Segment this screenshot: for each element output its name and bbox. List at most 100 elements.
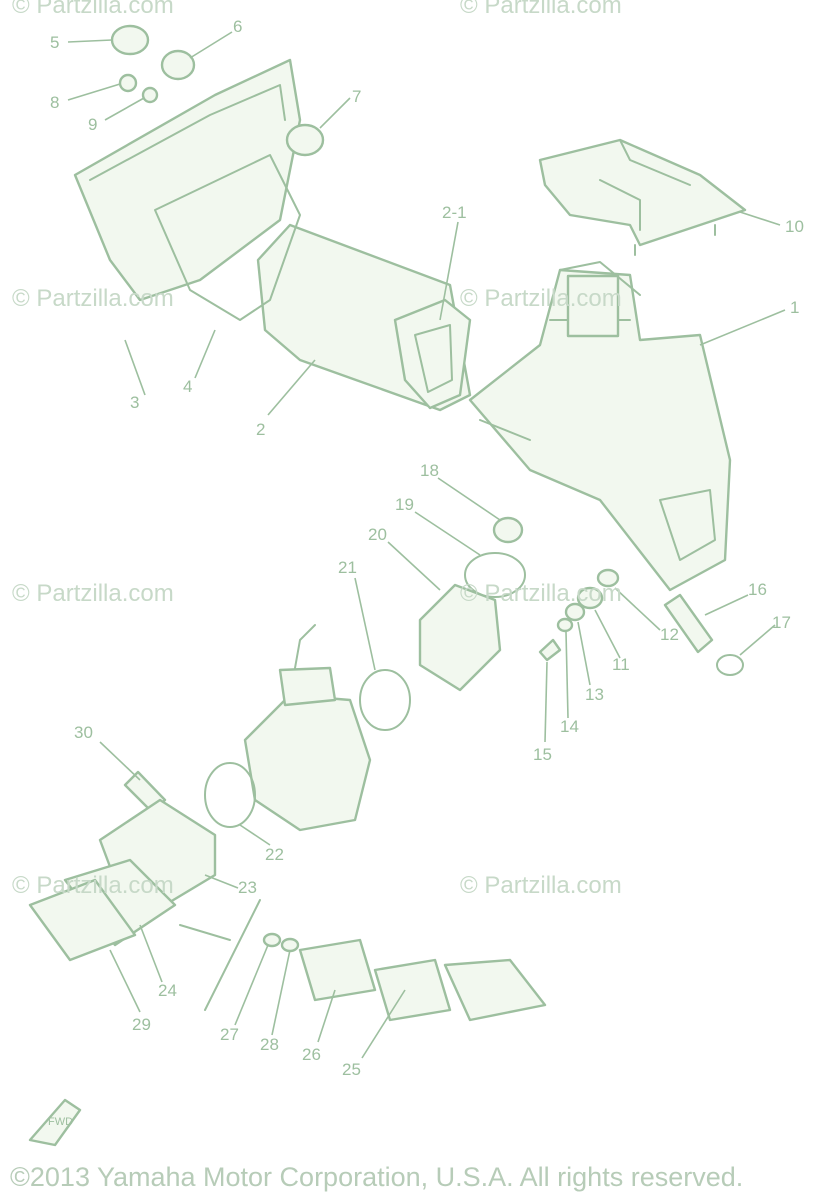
- callout-28[interactable]: 28: [260, 1035, 279, 1054]
- leader-10: [739, 211, 781, 226]
- callout-14[interactable]: 14: [560, 717, 579, 736]
- callout-1[interactable]: 1: [790, 298, 799, 317]
- leader-12: [614, 587, 661, 631]
- fwd-arrow-icon: [28, 1098, 82, 1147]
- part-13-washer[interactable]: [564, 602, 586, 622]
- callout-16[interactable]: 16: [748, 580, 767, 599]
- part-22-clamp[interactable]: [204, 762, 256, 828]
- leader-2-1: [439, 221, 459, 321]
- callout-21[interactable]: 21: [338, 558, 357, 577]
- part-26-reed-stopper[interactable]: [298, 938, 377, 1002]
- watermark-text: © Partzilla.com: [460, 285, 622, 312]
- leader-2: [267, 359, 316, 416]
- leader-9: [104, 97, 145, 121]
- leader-21: [354, 577, 376, 671]
- callout-23[interactable]: 23: [238, 878, 257, 897]
- leader-7: [319, 97, 351, 129]
- leader-19: [414, 511, 481, 556]
- fwd-label: FWD: [48, 1116, 73, 1128]
- part-5-cap[interactable]: [110, 24, 150, 56]
- leader-14: [565, 631, 569, 719]
- callout-17[interactable]: 17: [772, 613, 791, 632]
- watermark-text: © Partzilla.com: [460, 872, 622, 899]
- leader-29: [109, 949, 141, 1013]
- reed-valve-body[interactable]: [443, 958, 547, 1022]
- callout-7[interactable]: 7: [352, 87, 361, 106]
- part-21-clamp[interactable]: [359, 669, 411, 731]
- callout-25[interactable]: 25: [342, 1060, 361, 1079]
- leader-11: [594, 609, 621, 659]
- part-6-grommet[interactable]: [160, 49, 196, 81]
- callout-11[interactable]: 11: [612, 655, 630, 674]
- callout-27[interactable]: 27: [220, 1025, 239, 1044]
- leader-8: [67, 83, 121, 101]
- exploded-bracket: [179, 899, 261, 1011]
- callout-18[interactable]: 18: [420, 461, 439, 480]
- part-28-washer[interactable]: [280, 937, 300, 953]
- callout-3[interactable]: 3: [130, 393, 139, 412]
- part-20-joint[interactable]: [418, 583, 502, 692]
- callout-12[interactable]: 12: [660, 625, 679, 644]
- leader-6: [189, 31, 233, 59]
- leader-13: [577, 621, 591, 686]
- callout-20[interactable]: 20: [368, 525, 387, 544]
- callout-26[interactable]: 26: [302, 1045, 321, 1064]
- leader-30: [99, 741, 141, 781]
- callout-2[interactable]: 2: [256, 420, 265, 439]
- part-25-reed[interactable]: [373, 958, 452, 1022]
- part-27-screw[interactable]: [262, 932, 282, 948]
- part-2-air-filter-element[interactable]: [256, 223, 472, 412]
- part-17-clip[interactable]: [716, 654, 744, 676]
- part-12-cap[interactable]: [596, 568, 620, 588]
- part-10-bracket[interactable]: [538, 138, 747, 256]
- watermark-text: © Partzilla.com: [12, 580, 174, 607]
- callout-6[interactable]: 6: [233, 17, 242, 36]
- leader-20: [387, 541, 441, 591]
- callout-2-1[interactable]: 2-1: [442, 203, 467, 222]
- part-8-bolt[interactable]: [118, 73, 138, 93]
- part-7-nut[interactable]: [285, 123, 325, 157]
- leader-24: [139, 924, 163, 983]
- leader-16: [704, 594, 749, 616]
- leader-1: [699, 309, 786, 346]
- callout-10[interactable]: 10: [785, 217, 804, 236]
- callout-9[interactable]: 9: [88, 115, 97, 134]
- leader-4: [194, 329, 216, 379]
- callout-13[interactable]: 13: [585, 685, 604, 704]
- callout-4[interactable]: 4: [183, 377, 192, 396]
- leader-17: [739, 624, 776, 656]
- part-11-spring[interactable]: [576, 586, 604, 610]
- leader-26: [317, 989, 336, 1043]
- callout-8[interactable]: 8: [50, 93, 59, 112]
- part-15-bolt[interactable]: [538, 638, 562, 662]
- callout-15[interactable]: 15: [533, 745, 552, 764]
- callout-29[interactable]: 29: [132, 1015, 151, 1034]
- leader-22: [239, 824, 271, 846]
- leader-23: [204, 874, 239, 889]
- part-14-washer[interactable]: [556, 617, 574, 633]
- leader-18: [437, 477, 501, 521]
- part-1-air-box-case[interactable]: [468, 261, 732, 592]
- leader-28: [271, 949, 291, 1036]
- part-18-cap[interactable]: [492, 516, 524, 544]
- part-4-cover-seal[interactable]: [154, 154, 301, 321]
- callout-5[interactable]: 5: [50, 33, 59, 52]
- callout-30[interactable]: 30: [74, 723, 93, 742]
- watermark-text: © Partzilla.com: [12, 0, 174, 19]
- leader-15: [544, 661, 548, 743]
- leader-25: [361, 989, 406, 1059]
- part-29-gasket[interactable]: [28, 878, 137, 962]
- callout-24[interactable]: 24: [158, 981, 177, 1000]
- watermark-text: © Partzilla.com: [460, 580, 622, 607]
- part-3-air-box-cover[interactable]: [73, 58, 302, 302]
- leader-27: [234, 944, 269, 1026]
- part-9-washer[interactable]: [141, 86, 159, 104]
- carburetor-assembly[interactable]: [243, 624, 372, 832]
- callout-22[interactable]: 22: [265, 845, 284, 864]
- callout-19[interactable]: 19: [395, 495, 414, 514]
- leader-5: [67, 39, 113, 43]
- copyright-notice: ©2013 Yamaha Motor Corporation, U.S.A. A…: [10, 1162, 744, 1192]
- part-19-clamp[interactable]: [464, 552, 526, 598]
- part-16-drain-hose[interactable]: [663, 593, 714, 654]
